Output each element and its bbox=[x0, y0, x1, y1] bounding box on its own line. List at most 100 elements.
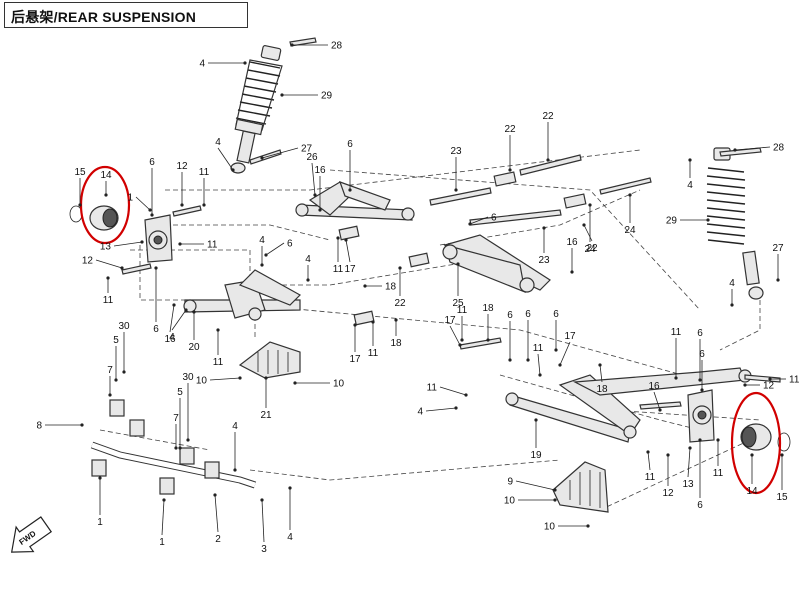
callout-dot bbox=[628, 193, 632, 197]
part-number-label: 12 bbox=[82, 256, 94, 267]
part-number-label: 10 bbox=[504, 496, 516, 507]
callout-leader bbox=[169, 304, 175, 333]
part-number-label: 4 bbox=[417, 407, 423, 418]
left-shock-absorber bbox=[230, 45, 283, 174]
callout-dot bbox=[140, 240, 144, 244]
part-number-label: 2 bbox=[215, 534, 221, 545]
part-number-label: 11 bbox=[368, 348, 379, 359]
callout-dot bbox=[743, 383, 747, 387]
part-number-label: 10 bbox=[544, 522, 556, 533]
callout-dot bbox=[313, 193, 317, 197]
callout-dot bbox=[260, 263, 264, 267]
callout-dot bbox=[646, 450, 650, 454]
part-number-label: 7 bbox=[107, 365, 113, 376]
left-skid-plate bbox=[238, 341, 301, 379]
callout-dot bbox=[468, 222, 472, 226]
part-number-label: 15 bbox=[74, 167, 86, 178]
callout-dot bbox=[558, 363, 562, 367]
callout-dot bbox=[98, 476, 102, 480]
part-number-label: 16 bbox=[314, 165, 326, 176]
callout-dot bbox=[162, 498, 166, 502]
callout-leader bbox=[583, 224, 593, 242]
part-number-label: 17 bbox=[344, 264, 356, 275]
callout-dot bbox=[750, 453, 754, 457]
callout-dot bbox=[598, 363, 602, 367]
part-number-label: 11 bbox=[645, 472, 656, 483]
part-number-label: 5 bbox=[113, 335, 119, 346]
part-number-label: 22 bbox=[394, 298, 406, 309]
callout-dot bbox=[264, 253, 268, 257]
callout-dot bbox=[353, 323, 357, 327]
callout-dot bbox=[264, 376, 268, 380]
part-number-label: 15 bbox=[776, 492, 788, 503]
part-number-label: 11 bbox=[333, 264, 344, 275]
part-number-label: 11 bbox=[789, 375, 800, 386]
part-number-label: 12 bbox=[176, 161, 188, 172]
callout-dot bbox=[674, 376, 678, 380]
callout-dot bbox=[260, 498, 264, 502]
callout-leader bbox=[469, 216, 489, 225]
part-number-label: 6 bbox=[287, 239, 293, 250]
part-number-label: 4 bbox=[305, 254, 311, 265]
part-number-label: 1 bbox=[97, 517, 103, 528]
callout-dot bbox=[216, 328, 220, 332]
part-number-label: 16 bbox=[648, 381, 660, 392]
part-number-label: 6 bbox=[149, 157, 155, 168]
part-number-label: 6 bbox=[697, 328, 703, 339]
part-number-label: 12 bbox=[662, 488, 674, 499]
part-number-label: 29 bbox=[666, 216, 678, 227]
part-number-label: 30 bbox=[118, 321, 130, 332]
callout-dot bbox=[456, 262, 460, 266]
part-number-label: 6 bbox=[699, 349, 705, 360]
callout-dot bbox=[202, 203, 206, 207]
part-number-label: 4 bbox=[259, 235, 265, 246]
part-number-label: 1 bbox=[159, 537, 165, 548]
part-number-label: 11 bbox=[103, 295, 114, 306]
part-number-label: 19 bbox=[530, 450, 542, 461]
callout-dot bbox=[486, 338, 490, 342]
callout-dot bbox=[288, 486, 292, 490]
callout-leader bbox=[209, 377, 241, 381]
part-number-label: 4 bbox=[199, 59, 205, 70]
callout-leader bbox=[537, 353, 541, 376]
callout-dot bbox=[363, 284, 367, 288]
callout-leader bbox=[515, 480, 556, 491]
part-number-label: 22 bbox=[542, 111, 554, 122]
callout-dot bbox=[231, 168, 235, 172]
callout-dot bbox=[716, 438, 720, 442]
callout-dot bbox=[508, 168, 512, 172]
callout-dot bbox=[780, 453, 784, 457]
callout-leader bbox=[425, 407, 457, 412]
callout-dot bbox=[371, 320, 375, 324]
callout-leader bbox=[311, 162, 316, 196]
center-upper-arm bbox=[442, 234, 551, 293]
part-number-label: 6 bbox=[491, 213, 497, 224]
callout-dot bbox=[114, 378, 118, 382]
callout-dot bbox=[108, 393, 112, 397]
part-number-label: 17 bbox=[349, 354, 361, 365]
part-number-label: 24 bbox=[584, 244, 596, 255]
forward-arrow-icon: FWD bbox=[10, 516, 53, 553]
part-number-label: 27 bbox=[301, 144, 313, 155]
part-number-label: 23 bbox=[450, 146, 462, 157]
part-number-label: 10 bbox=[196, 376, 208, 387]
callout-dot bbox=[213, 493, 217, 497]
callout-leader bbox=[171, 309, 187, 331]
callout-dot bbox=[776, 278, 780, 282]
right-knuckle bbox=[687, 389, 715, 443]
callout-dot bbox=[80, 423, 84, 427]
callout-dot bbox=[658, 408, 662, 412]
callout-dot bbox=[260, 156, 264, 160]
callout-dot bbox=[454, 406, 458, 410]
part-number-label: 11 bbox=[713, 468, 724, 479]
callout-leader bbox=[734, 146, 771, 151]
part-number-label: 18 bbox=[596, 384, 608, 395]
part-number-label: 11 bbox=[457, 305, 468, 316]
part-number-label: 18 bbox=[482, 303, 494, 314]
callout-dot bbox=[290, 43, 294, 47]
part-number-label: 4 bbox=[169, 332, 175, 343]
part-number-label: 4 bbox=[729, 278, 735, 289]
callout-leader bbox=[439, 386, 467, 396]
